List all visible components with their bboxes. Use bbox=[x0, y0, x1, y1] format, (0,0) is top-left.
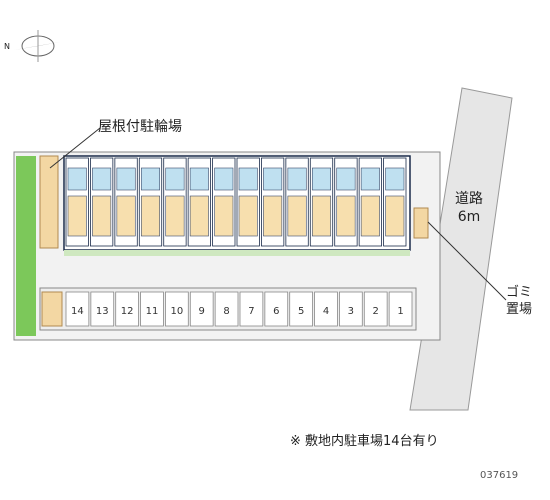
garbage-label: ゴミ 置場 bbox=[506, 284, 532, 318]
parking-space bbox=[339, 291, 363, 327]
green-hedge bbox=[64, 250, 410, 256]
building-unit bbox=[90, 157, 114, 247]
parking-space-number: 6 bbox=[273, 306, 280, 317]
parking-space-number: 14 bbox=[71, 306, 84, 317]
parking-space bbox=[115, 291, 139, 327]
parking-space-number: 2 bbox=[372, 306, 379, 317]
parking-space-number: 12 bbox=[120, 306, 134, 317]
parking-space-number: 5 bbox=[297, 306, 305, 317]
building-unit bbox=[187, 157, 211, 247]
garbage-station bbox=[413, 207, 429, 239]
parking-spaces bbox=[65, 291, 413, 327]
parking-space bbox=[90, 291, 115, 327]
road-label-line1: 道路 bbox=[455, 191, 483, 207]
building-units bbox=[65, 157, 407, 247]
road-label-line2: 6m bbox=[457, 209, 481, 225]
parking-space-number: 10 bbox=[170, 306, 184, 317]
parking-space bbox=[289, 291, 313, 327]
green-strip bbox=[16, 156, 36, 336]
compass-north-label: N bbox=[4, 42, 10, 51]
parking-space-number: 11 bbox=[145, 306, 159, 317]
parking-space-number: 8 bbox=[223, 306, 230, 317]
garbage-label-line2: 置場 bbox=[506, 302, 533, 317]
parking-note: ※ 敷地内駐車場14台有り bbox=[290, 434, 439, 449]
parking-space-number: 7 bbox=[248, 306, 255, 317]
garbage-label-line1: ゴミ bbox=[506, 285, 533, 300]
parking-space-number: 1 bbox=[397, 306, 404, 317]
bike-leader bbox=[49, 127, 101, 169]
building-unit bbox=[138, 157, 163, 247]
building-unit bbox=[285, 157, 309, 247]
bike-parking-area bbox=[39, 155, 59, 249]
bike-corner bbox=[41, 291, 63, 327]
parking-space bbox=[264, 291, 289, 327]
garbage-leader bbox=[427, 221, 507, 301]
image-code: 037619 bbox=[480, 470, 519, 481]
parking-space bbox=[239, 291, 264, 327]
building-unit bbox=[383, 157, 407, 247]
parking-space bbox=[214, 291, 239, 327]
parking-space bbox=[65, 291, 90, 327]
parking-space-number: 3 bbox=[347, 306, 355, 317]
parking-space-number: 9 bbox=[198, 306, 205, 317]
parking-space bbox=[388, 291, 413, 327]
parking-space-number: 13 bbox=[95, 306, 109, 317]
bike-parking-label: 屋根付駐輪場 bbox=[98, 119, 182, 135]
building-unit bbox=[236, 157, 260, 247]
parking-space bbox=[363, 291, 388, 327]
building-unit bbox=[65, 157, 89, 247]
parking-space bbox=[165, 291, 189, 327]
road-label: 道路 6m bbox=[455, 190, 483, 226]
parking-space bbox=[140, 291, 164, 327]
parking-space-number: 4 bbox=[322, 306, 330, 317]
building-unit bbox=[309, 157, 334, 247]
building-unit bbox=[358, 157, 382, 247]
building-unit bbox=[212, 157, 236, 247]
building-unit bbox=[114, 157, 138, 247]
building-unit bbox=[334, 157, 358, 247]
parking-space bbox=[314, 291, 338, 327]
building-unit bbox=[163, 157, 187, 247]
compass-icon bbox=[14, 30, 60, 62]
building-unit bbox=[261, 157, 285, 247]
parking-space bbox=[189, 291, 214, 327]
